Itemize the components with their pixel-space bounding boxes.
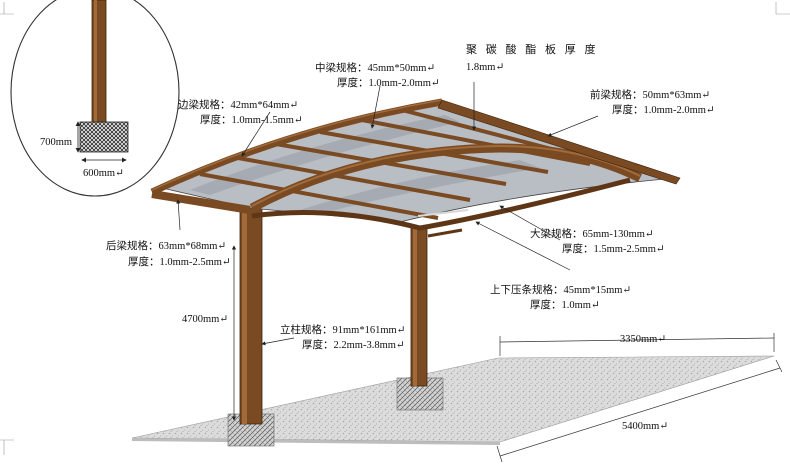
middle-beam-spec: 中梁规格：45mm*50mm↵ — [315, 63, 436, 74]
middle-beam — [249, 143, 643, 212]
length-dimension — [499, 367, 781, 457]
column-thickness: 厚度：2.2mm-3.8mm↵ — [302, 340, 405, 351]
front-beam-thickness: 厚度：1.0mm-2.0mm↵ — [612, 105, 715, 116]
front-beam — [437, 99, 681, 185]
big-beam — [251, 177, 631, 231]
rear-column — [239, 199, 263, 425]
front-column — [410, 227, 428, 387]
leader-lines — [176, 82, 599, 421]
inset-height-label: 700mm — [40, 137, 73, 148]
side-beam-spec: 边梁规格：42mm*64mm↵ — [178, 100, 299, 111]
middle-beam-thickness: 厚度：1.0mm-2.0mm↵ — [337, 78, 440, 89]
side-beam — [150, 98, 443, 196]
side-beam-thickness: 厚度：1.0mm-1.5mm↵ — [200, 115, 303, 126]
corner-mark — [0, 2, 14, 15]
polycarbonate-label: 聚 碳 酸 酯 板 厚 度 — [466, 44, 599, 56]
corner-mark — [775, 2, 790, 15]
strip-spec: 上下压条规格：45mm*15mm↵ — [490, 285, 632, 296]
rear-beam — [151, 190, 251, 214]
depth-dimension-label: 3350mm↵ — [620, 334, 667, 345]
corner-mark — [0, 439, 14, 455]
footing-detail-inset — [10, 0, 180, 197]
big-beam-thickness: 厚度：1.5mm-2.5mm↵ — [562, 244, 665, 255]
depth-dimension — [499, 337, 775, 343]
strip-thickness: 厚度：1.0mm↵ — [530, 300, 600, 311]
ground-slab — [131, 355, 775, 443]
height-dimension-label: 4700mm↵ — [182, 314, 229, 325]
inset-width-label: 600mm↵ — [83, 168, 124, 179]
rear-beam-thickness: 厚度：1.0mm-2.5mm↵ — [128, 257, 231, 268]
big-beam-spec: 大梁规格：65mm-130mm↵ — [530, 229, 654, 240]
polycarbonate-thickness: 1.8mm↵ — [466, 62, 505, 73]
length-dimension-label: 5400mm↵ — [622, 421, 669, 432]
column-spec: 立柱规格：91mm*161mm↵ — [280, 325, 406, 336]
front-beam-spec: 前梁规格：50mm*63mm↵ — [590, 90, 711, 101]
rear-beam-spec: 后梁规格：63mm*68mm↵ — [106, 241, 227, 252]
